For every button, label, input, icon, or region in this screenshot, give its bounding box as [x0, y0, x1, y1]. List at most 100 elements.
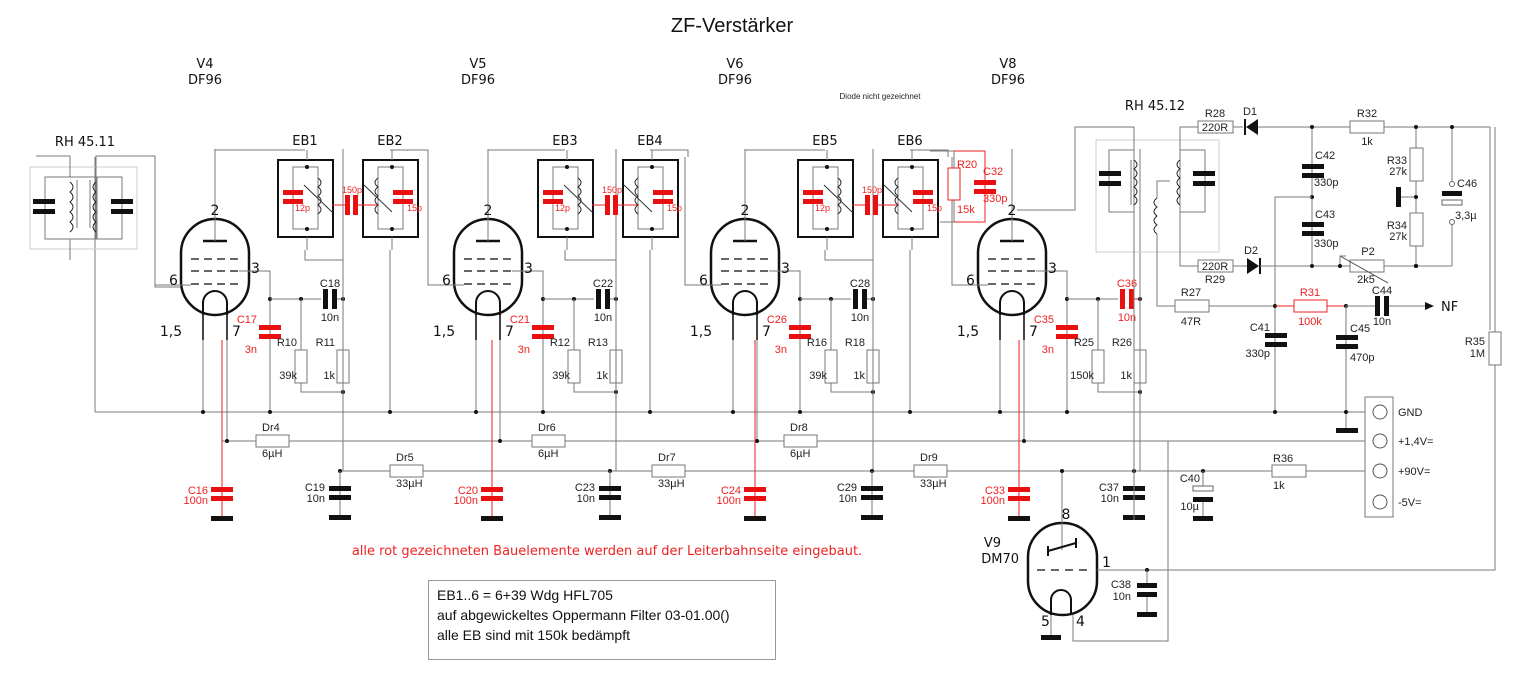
tube-ref: V6 [726, 57, 743, 72]
cap-val: 3n [1042, 344, 1054, 356]
d2-ref: D2 [1244, 245, 1258, 257]
c42-ref: C42 [1315, 150, 1335, 162]
diode-note: Diode nicht gezeichnet [840, 92, 922, 101]
tube-type: DF96 [718, 73, 752, 88]
pin-label: 2 [211, 203, 220, 219]
pin-label: 8 [1062, 507, 1071, 523]
power-connector[interactable]: GND +1,4V= +90V= -5V= [1364, 396, 1433, 518]
info-line: EB1..6 = 6+39 Wdg HFL705 [437, 587, 613, 603]
choke-val: 33µH [920, 478, 947, 490]
pin-label: 3 [251, 261, 260, 277]
pin-label: 1,5 [690, 324, 712, 340]
cap-ref: C19 [305, 482, 325, 494]
transformer-label: RH 45.11 [55, 135, 115, 150]
r34-val: 27k [1389, 231, 1407, 243]
tube-ref: V4 [196, 57, 213, 72]
res-val: 150k [1070, 370, 1094, 382]
pin-label: 6 [699, 273, 708, 289]
pin-label: 7 [232, 324, 241, 340]
transformer-label: RH 45.12 [1125, 99, 1185, 114]
filter-label: EB5 [812, 134, 837, 149]
pin-label: 6 [169, 273, 178, 289]
pin-label: 2 [1008, 203, 1017, 219]
choke-val: 33µH [658, 478, 685, 490]
output-nf-label: NF [1441, 300, 1458, 315]
supply-filter: C40 10µ R36 1k [1180, 453, 1307, 521]
filter-label: EB1 [292, 134, 317, 149]
r20-ref: R20 [957, 159, 977, 171]
c32-val: 330p [983, 193, 1007, 205]
cap-val: 3n [245, 344, 257, 356]
detector-network: 220R R28 D1 R32 1k C42 330p C43 330p 220… [1110, 106, 1502, 571]
p2-ref: P2 [1361, 246, 1374, 258]
res-ref: R25 [1074, 337, 1094, 349]
r29-ref: R29 [1205, 274, 1225, 286]
cap-ref: C29 [837, 482, 857, 494]
res-ref: R10 [277, 337, 297, 349]
c38-ref: C38 [1111, 579, 1131, 591]
cap-val: 100n [454, 495, 478, 507]
tube-ref: V9 [984, 536, 1001, 551]
cap-ref: C22 [593, 278, 613, 290]
r32-val: 1k [1361, 136, 1373, 148]
cap-ref: C17 [237, 314, 257, 326]
r31-ref: R31 [1300, 287, 1320, 299]
c40-ref: C40 [1180, 473, 1200, 485]
cap-ref: C24 [721, 485, 741, 497]
choke-ref: Dr8 [790, 422, 808, 434]
pin-label: 6 [966, 273, 975, 289]
tube-header-v4: V4 DF96 [188, 57, 222, 88]
r20-c32: R20 15k C32 330p [930, 150, 1007, 223]
res-val: 39k [552, 370, 570, 382]
c41-val: 330p [1246, 348, 1270, 360]
pin-label: 5 [1041, 614, 1050, 630]
pin-label: 3 [1048, 261, 1057, 277]
choke-ref: Dr4 [262, 422, 280, 434]
pin-label: 2 [741, 203, 750, 219]
pin-label: 3 [524, 261, 533, 277]
res-val: 39k [809, 370, 827, 382]
r36-val: 1k [1273, 480, 1285, 492]
choke-val: 6µH [538, 448, 558, 460]
cap-ref: C21 [510, 314, 530, 326]
r28-val: 220R [1202, 122, 1228, 134]
connector-gnd: GND [1398, 407, 1423, 419]
cap-ref: C18 [320, 278, 340, 290]
pin-label: 7 [1029, 324, 1038, 340]
res-ref: R16 [807, 337, 827, 349]
r31-val: 100k [1298, 316, 1322, 328]
choke-ref: Dr7 [658, 452, 676, 464]
pin-label: 3 [781, 261, 790, 277]
tube-header-v6: V6 DF96 [718, 57, 752, 88]
c43-ref: C43 [1315, 209, 1335, 221]
choke-val: 33µH [396, 478, 423, 490]
connector-minus5v: -5V= [1398, 497, 1422, 509]
c40-val: 10µ [1180, 501, 1199, 513]
res-val: 1k [323, 370, 335, 382]
c46-val: 3,3µ [1455, 210, 1477, 222]
winding-info-box: EB1..6 = 6+39 Wdg HFL705 auf abgewickelt… [428, 580, 776, 660]
c43-val: 330p [1314, 238, 1338, 250]
c32-ref: C32 [983, 166, 1003, 178]
res-ref: R13 [588, 337, 608, 349]
cap-ref: C26 [767, 314, 787, 326]
cap-val: 10n [577, 493, 595, 505]
cap-ref: C33 [985, 485, 1005, 497]
res-val: 39k [279, 370, 297, 382]
filter-cap-value: 12p [555, 203, 570, 213]
cap-val: 10n [839, 493, 857, 505]
r29-val: 220R [1202, 261, 1228, 273]
filter-label: EB2 [377, 134, 402, 149]
res-ref: R12 [550, 337, 570, 349]
r33-ref: R33 [1387, 155, 1407, 167]
choke-val: 6µH [790, 448, 810, 460]
coupling-cap-value: 150p [602, 185, 622, 195]
c45-val: 470p [1350, 352, 1374, 364]
